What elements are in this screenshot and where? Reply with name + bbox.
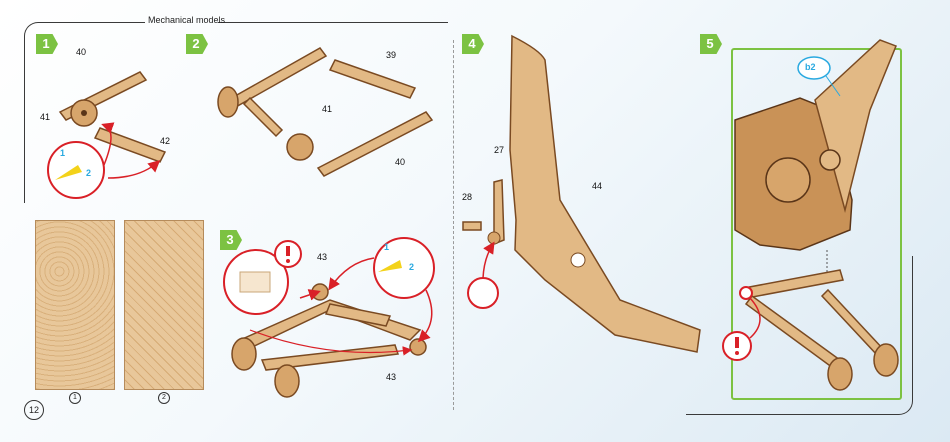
step4-label-44: 44 <box>592 181 602 191</box>
step2-label-40: 40 <box>395 157 405 167</box>
step1-label-42: 42 <box>160 136 170 146</box>
step4-tool-callout <box>468 244 498 308</box>
step1-label-41: 41 <box>40 112 50 122</box>
step1-callout-1: 1 <box>60 148 65 158</box>
step2-label-41: 41 <box>322 104 332 114</box>
step4-label-27: 27 <box>494 145 504 155</box>
step4-part-27 <box>488 180 504 244</box>
step2-label-39: 39 <box>386 50 396 60</box>
step3-callout-1: 1 <box>384 242 389 252</box>
step3-warning-callout <box>224 241 301 314</box>
step1-label-40: 40 <box>76 47 86 57</box>
step5-badge-label: b2 <box>805 62 816 72</box>
step1-part-42 <box>95 128 165 162</box>
step4-part-28 <box>463 222 481 230</box>
step4-part-44 <box>510 36 700 352</box>
step4-label-28: 28 <box>462 192 472 202</box>
step1-part-41 <box>71 100 97 126</box>
step3-callout-2: 2 <box>409 262 414 272</box>
step5-frame-assembly <box>740 270 898 390</box>
step1-callout-2: 2 <box>86 168 91 178</box>
step3-label-43-bottom: 43 <box>386 372 396 382</box>
step3-label-43-top: 43 <box>317 252 327 262</box>
